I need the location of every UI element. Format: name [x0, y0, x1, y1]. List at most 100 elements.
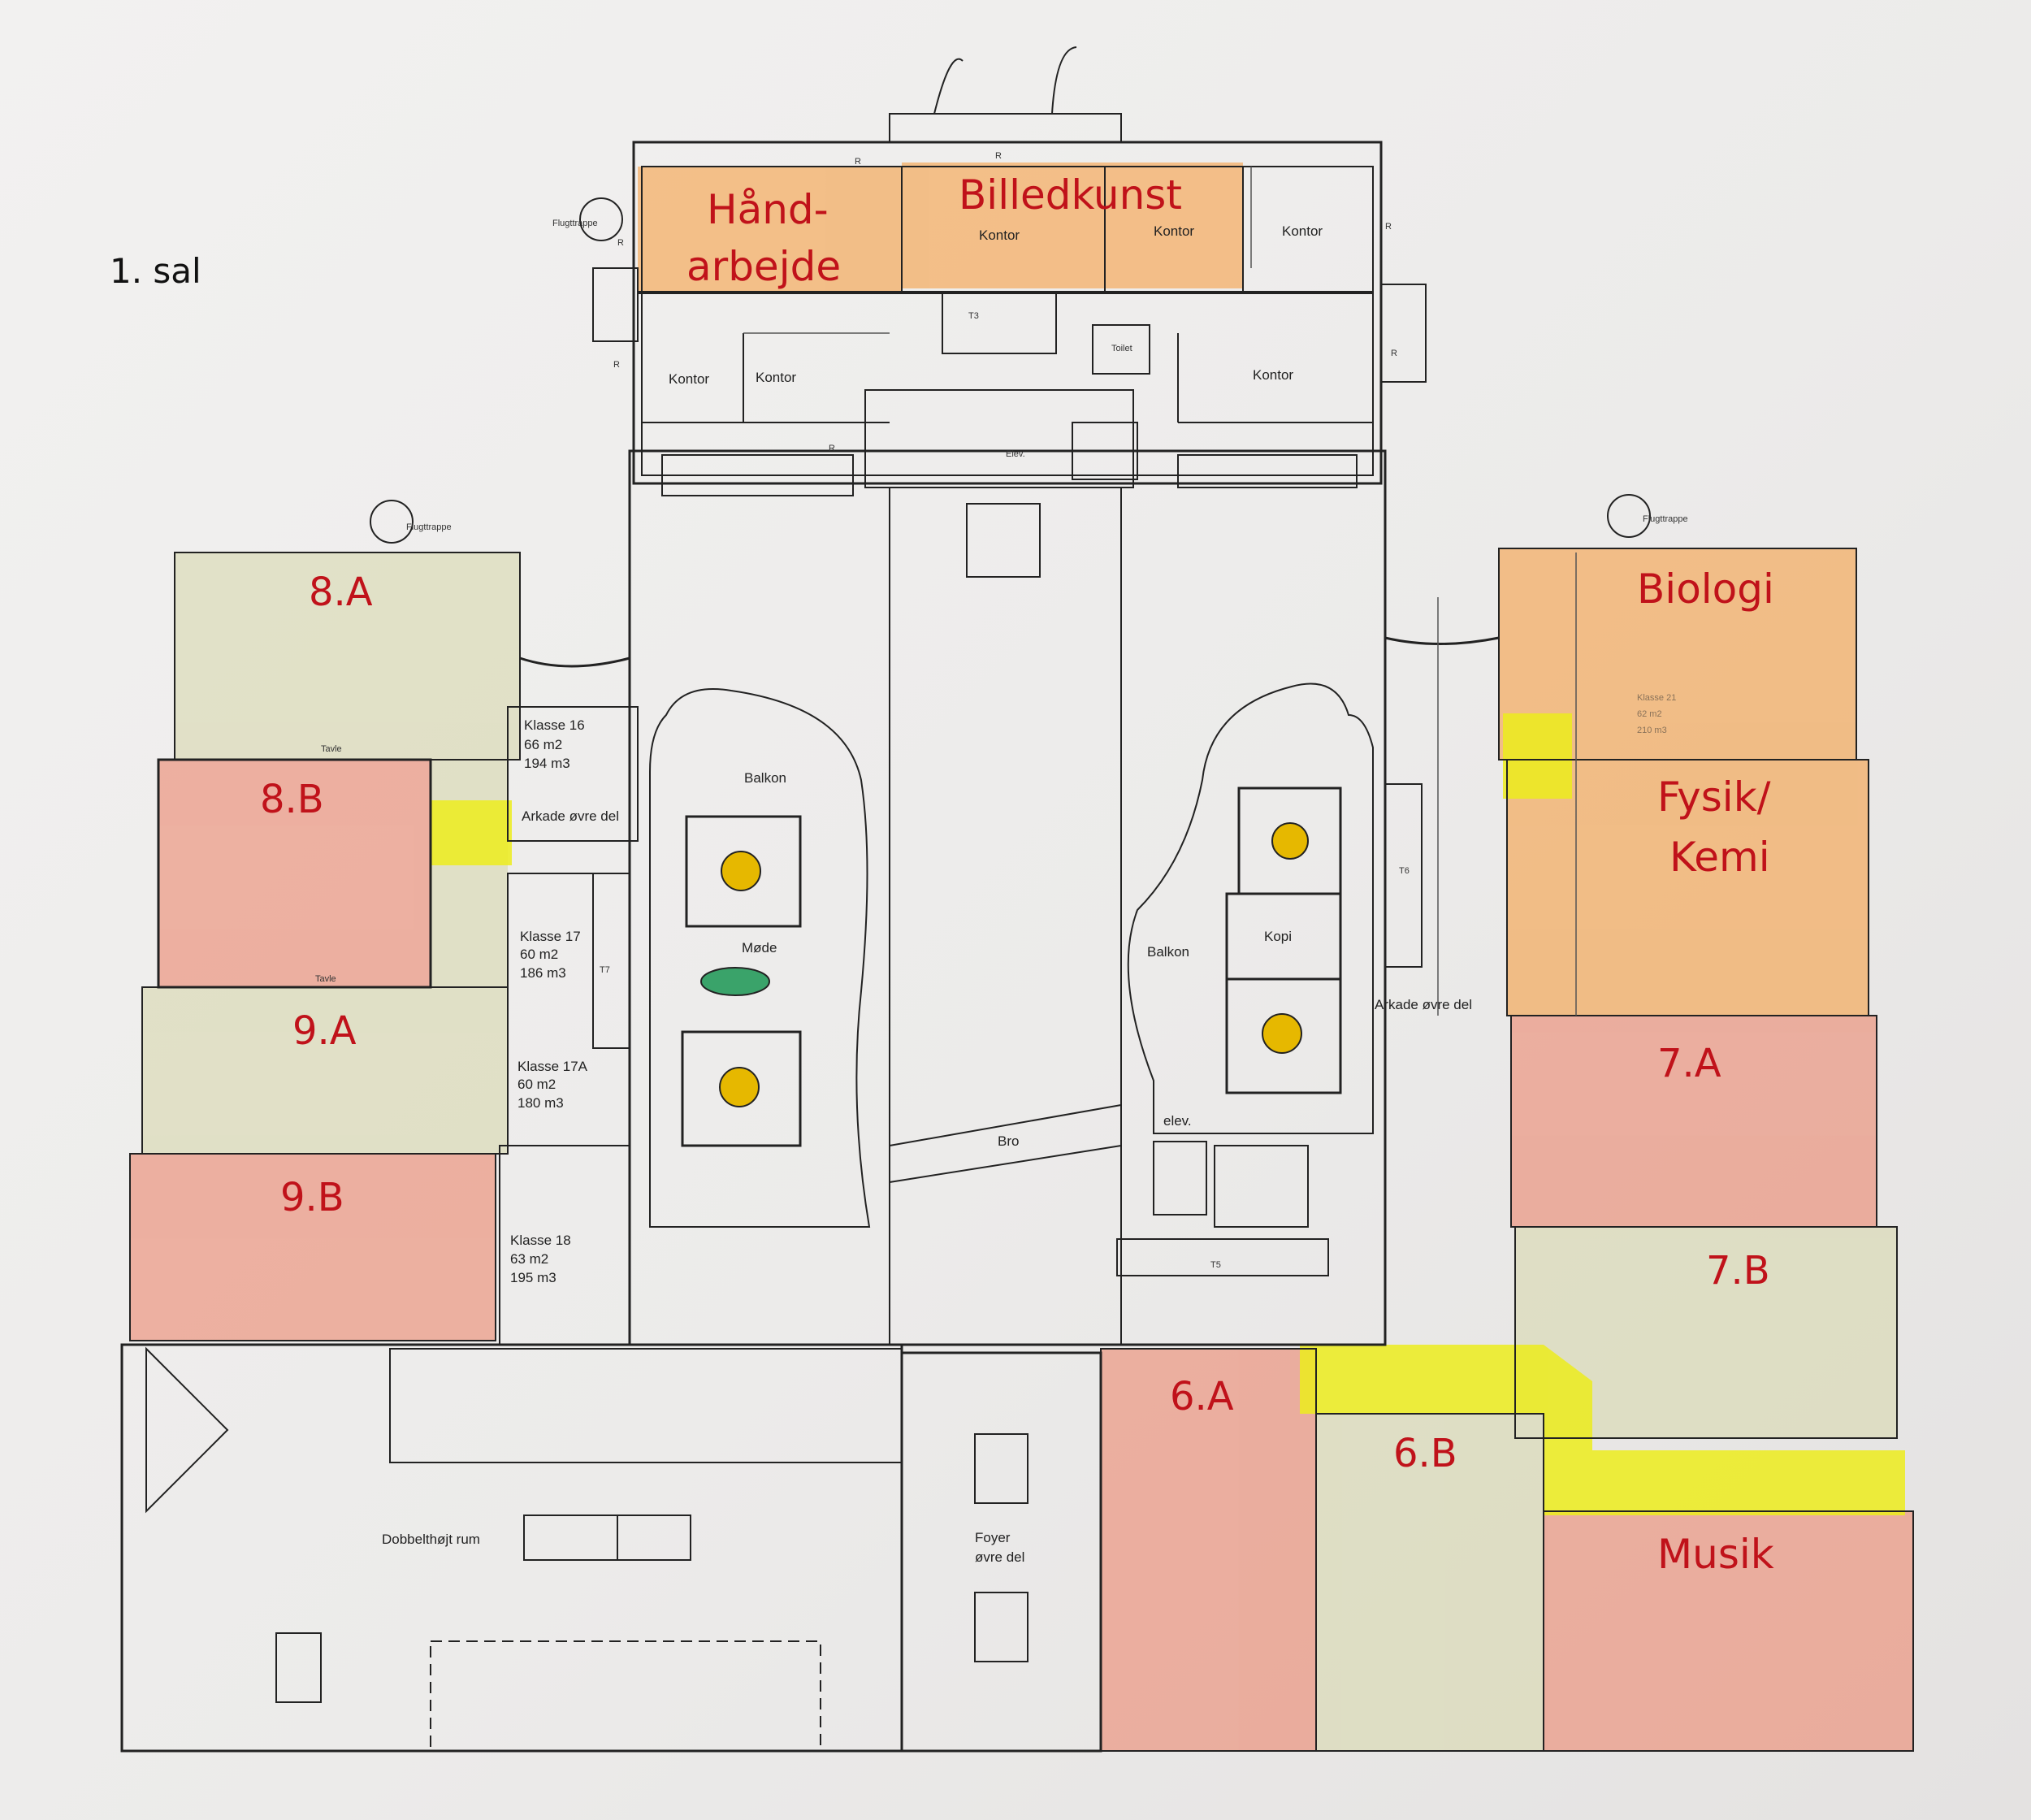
zone-9a	[142, 987, 508, 1154]
kontor-label-2: Kontor	[756, 370, 796, 385]
tavle-label-8b: Tavle	[315, 974, 336, 984]
balkon-left-outline	[649, 688, 871, 1228]
zone-label-8b: 8.B	[260, 777, 324, 822]
atrium-outline	[628, 449, 1387, 1346]
yellow-door-right	[1503, 713, 1572, 799]
klasse16-area: 66 m2	[524, 737, 562, 752]
foyer-pillar-2	[974, 1592, 1028, 1662]
zone-fysik	[1507, 760, 1869, 1016]
table-round-2	[719, 1067, 760, 1107]
zone-label-billedkunst: Billedkunst	[959, 171, 1182, 219]
foyer-pillar-1	[974, 1433, 1028, 1504]
table-round-3	[1271, 822, 1309, 860]
stair-t3-box	[942, 292, 1057, 354]
meeting-box-2	[681, 1030, 802, 1147]
r-marker-2: R	[995, 151, 1002, 161]
dobbelthojt-dashed	[430, 1640, 821, 1752]
flugttrappe-label-top: Flugttrappe	[552, 219, 598, 228]
klasse17a-area: 60 m2	[517, 1077, 556, 1092]
zone-label-haandarbejde-1: Hånd-	[707, 186, 829, 233]
room-7b	[1514, 1226, 1898, 1439]
klasse21-volume: 210 m3	[1637, 726, 1667, 735]
dobbelthojt-upper	[389, 1348, 903, 1463]
bro-line-a	[889, 1104, 1122, 1146]
zone-left-connector	[431, 760, 508, 987]
zone-8a	[175, 552, 520, 760]
bro-label: Bro	[998, 1133, 1019, 1149]
yellow-door-left	[431, 800, 512, 865]
kontor-label-4: Kontor	[1154, 223, 1194, 239]
zone-fills	[130, 162, 1913, 1751]
zone-label-biologi: Biologi	[1637, 566, 1774, 613]
dobbelthojt-window	[275, 1632, 322, 1703]
atrium-ledge-right	[1177, 454, 1358, 488]
zone-label-6a: 6.A	[1170, 1374, 1234, 1419]
dobbelthojt-table-2	[617, 1514, 691, 1561]
r-markers: R R R R R R R	[613, 151, 1397, 453]
kontor-label-5: Kontor	[1282, 223, 1323, 239]
flugttrappe-top	[579, 197, 623, 241]
zone-label-9b: 9.B	[280, 1175, 344, 1220]
elevator-hall	[864, 389, 1134, 488]
zone-label-musik: Musik	[1657, 1531, 1774, 1578]
table-oval-green	[700, 967, 770, 996]
zone-label-8a: 8.A	[309, 570, 373, 615]
klasse16-volume: 194 m3	[524, 756, 570, 771]
kontor-label-1: Kontor	[669, 371, 709, 387]
stair-t7	[592, 873, 630, 1049]
klasse16-name: Klasse 16	[524, 717, 585, 733]
kontor-label-6: Kontor	[1253, 367, 1293, 383]
right-connector-curve	[1384, 636, 1500, 645]
zone-label-9a: 9.A	[292, 1008, 357, 1054]
entrance-door-l	[933, 58, 964, 115]
zone-label-fysik-1: Fysik/	[1657, 774, 1771, 821]
zone-label-7b: 7.B	[1706, 1248, 1770, 1294]
wc-block	[1214, 1145, 1309, 1228]
stair-t7-label: T7	[600, 965, 610, 975]
interior-dividers	[743, 167, 1577, 1016]
balkon-label-left: Balkon	[744, 770, 786, 786]
zone-musik	[1544, 1511, 1913, 1751]
stair-t5	[1116, 1238, 1329, 1276]
bro-line-b	[889, 1145, 1122, 1183]
klasse16-box	[507, 706, 639, 842]
meeting-tables	[700, 822, 1309, 1107]
zone-8b	[158, 760, 431, 987]
atrium-ledge-left	[661, 454, 854, 496]
zone-label-7a: 7.A	[1657, 1041, 1721, 1086]
meeting-box-4	[1225, 977, 1342, 1094]
zone-7a	[1511, 1016, 1877, 1227]
klasse21-name: Klasse 21	[1637, 693, 1676, 703]
room-9b	[129, 1153, 496, 1341]
elevator-bottom	[1153, 1141, 1207, 1216]
left-connector-curve	[519, 656, 630, 668]
stair-center	[966, 503, 1041, 578]
balkon-label-right: Balkon	[1147, 944, 1189, 960]
room-musik	[1543, 1510, 1914, 1752]
stair-t3-label: T3	[968, 311, 979, 321]
walls	[120, 46, 1914, 1753]
r-marker-5: R	[617, 238, 624, 248]
klasse17-volume: 186 m3	[520, 965, 566, 981]
foyer-label-1: Foyer	[975, 1530, 1011, 1545]
table-round-1	[721, 851, 761, 891]
toilet-label: Toilet	[1111, 344, 1132, 353]
klasse17a-name: Klasse 17A	[517, 1059, 588, 1074]
foyer-label-2: øvre del	[975, 1549, 1024, 1565]
klasse17a-volume: 180 m3	[517, 1095, 564, 1111]
zone-label-6b: 6.B	[1393, 1431, 1457, 1476]
klasse18-volume: 195 m3	[510, 1270, 556, 1285]
top-left-bulge	[592, 267, 639, 342]
arkade-label-left: Arkade øvre del	[522, 808, 619, 824]
klasse17-area: 60 m2	[520, 947, 558, 962]
zone-labels: Hånd- arbejde Billedkunst 8.A 8.B 9.A 9.…	[260, 171, 1774, 1578]
zone-6b	[1316, 1414, 1544, 1751]
klasse18-area: 63 m2	[510, 1251, 548, 1267]
flugttrappe-label-right: Flugttrappe	[1643, 514, 1688, 524]
klasse18-name: Klasse 18	[510, 1233, 571, 1248]
r-marker-4: R	[1391, 349, 1397, 358]
zone-label-haandarbejde-2: arbejde	[686, 243, 841, 290]
yellow-corridors	[431, 713, 1905, 1515]
